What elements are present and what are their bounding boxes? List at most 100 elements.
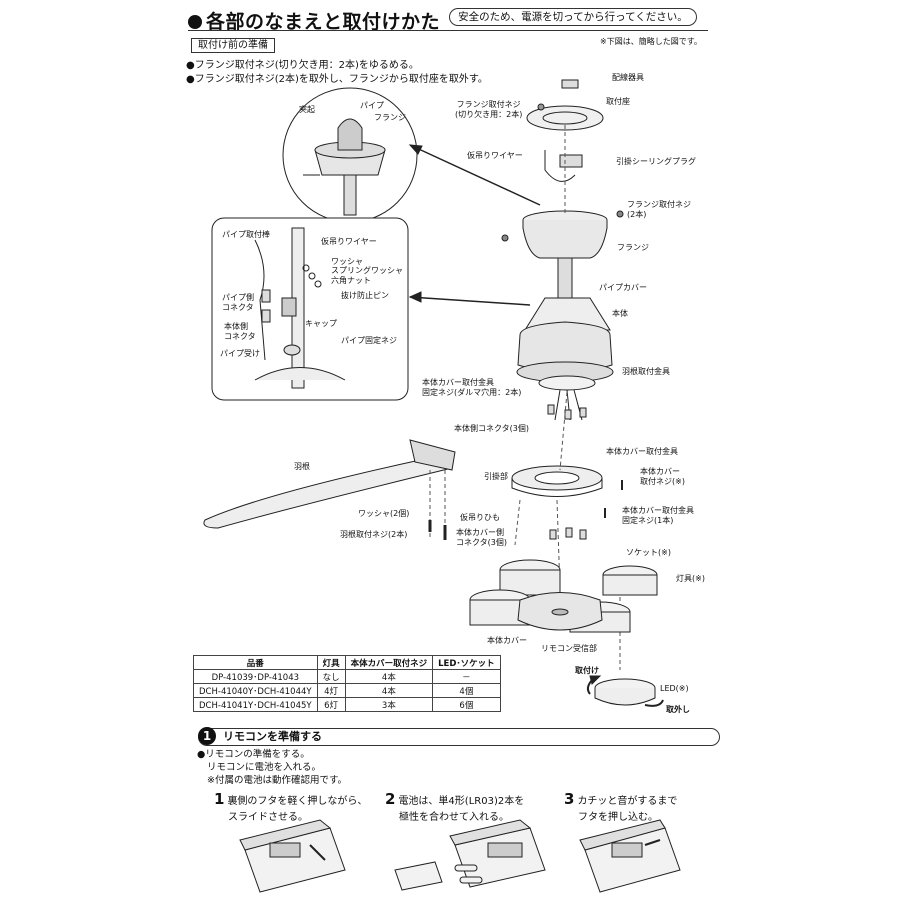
step-text-2: スライドさせる。 [228,812,308,823]
label-pin: 抜け防止ピン [341,291,389,300]
label-cover-bracket: 本体カバー取付金具 [606,447,678,456]
label-body-connector: 本体側コネクタ(3個) [454,424,530,433]
motor-body [516,297,614,383]
label-blade-bracket: 羽根取付金具 [622,367,670,376]
led-module [586,675,664,707]
label-hex-nut: 六角ナット [331,276,371,285]
label-pipe-receiver: パイプ受け [220,349,260,358]
section-number-badge: 1 [198,727,216,745]
label-flange-inset: フランジ [374,113,406,122]
inset-pipe-detail [211,217,409,401]
label-socket: ソケット(※) [626,548,671,557]
label-temp-string: 仮吊りひも [460,513,500,522]
header-divider [188,30,708,31]
label-flange-screw-2: フランジ取付ネジ (2本) [627,200,691,219]
step-text: 裏側のフタを軽く押しながら、 [227,796,368,807]
label-spring-washer: スプリングワッシャ [331,266,403,275]
label-pipe: パイプ [360,101,384,110]
label-cover-connector: 本体カバー側 コネクタ(3個) [456,528,508,547]
label-blade-screw: 羽根取付ネジ(2本) [340,530,408,539]
table-header: 灯具 [316,655,346,670]
label-receiver: リモコン受信部 [541,644,597,653]
table-cell: 6個 [432,697,501,712]
table-cell: 6灯 [316,697,346,712]
label-detach: 取外し [666,705,690,714]
table-header-row: 品番 灯具 本体カバー取付ネジ LED･ソケット [193,655,501,670]
label-blade: 羽根 [294,462,310,471]
table-row: DP-41039･DP-41043 なし 4本 － [193,669,501,684]
table-row: DCH-41041Y･DCH-41045Y 6灯 3本 6個 [193,697,501,712]
label-mount-base: 取付座 [606,97,630,106]
diagram-note: ※下図は、簡略した図です。 [600,37,702,46]
table-cell: 4本 [344,669,434,684]
label-cap: キャップ [305,319,337,328]
step-text: 電池は、単4形(LR03)2本を [398,796,525,807]
table-cell: － [432,669,501,684]
remote-line-1: ●リモコンの準備をする。 [197,749,310,760]
bullet-dot-icon [188,15,202,29]
prep-heading: 取付け前の準備 [191,38,275,53]
label-body: 本体 [612,309,628,318]
label-ceiling-plug: 引掛シーリングプラグ [616,157,696,166]
label-pipe-cover: パイプカバー [599,283,647,292]
label-pipe-connector: パイプ側 コネクタ [222,293,254,312]
label-temp-wire-inset: 仮吊りワイヤー [321,237,377,246]
label-bracket-fix-screw: 本体カバー取付金具 固定ネジ(1本) [622,506,694,525]
table-header: 品番 [193,655,318,670]
label-led: LED(※) [660,684,689,693]
label-washer-2: ワッシャ(2個) [358,509,410,518]
remote-section-header: 1 リモコンを準備する [198,727,720,746]
step-number: 3 [564,790,575,808]
table-header: LED･ソケット [432,655,501,670]
spec-table: 品番 灯具 本体カバー取付ネジ LED･ソケット DP-41039･DP-410… [193,655,501,712]
label-body-cover: 本体カバー [487,636,527,645]
section-title: リモコンを準備する [223,730,322,743]
cover-bracket [511,465,603,497]
step-text-2: フタを押し込む。 [578,812,658,823]
label-hook: 引掛部 [484,472,508,481]
table-header: 本体カバー取付ネジ [344,655,434,670]
label-protrusion: 突起 [299,105,315,114]
label-flange: フランジ [617,243,649,252]
mount-base [526,79,604,131]
label-temp-wire: 仮吊りワイヤー [467,151,523,160]
page-title: 各部のなまえと取付けかた [188,7,440,34]
remote-line-3: ※付属の電池は動作確認用です。 [207,775,348,786]
fan-blade [203,439,456,529]
step-text-2: 極性を合わせて入れる。 [399,812,509,823]
label-wiring: 配線器具 [612,73,644,82]
label-light: 灯具(※) [676,574,705,583]
step-text: カチッと音がするまで [577,796,678,807]
body-cover-and-lights [469,559,658,633]
table-cell: 3本 [344,697,434,712]
prep-bullet-2: ●フランジ取付ネジ(2本)を取外し、フランジから取付座を取外す。 [186,74,488,85]
table-cell: 4個 [432,683,501,698]
flange [501,210,624,259]
label-cover-bracket-screw: 本体カバー取付金具 固定ネジ(ダルマ穴用：2本) [422,378,522,397]
label-flange-screw-notch: フランジ取付ネジ (切り欠き用：2本) [455,100,523,119]
step-number: 1 [214,790,225,808]
table-cell: DCH-41041Y･DCH-41045Y [193,697,318,712]
remote-line-2: リモコンに電池を入れる。 [207,762,322,773]
table-cell: 4灯 [316,683,346,698]
table-row: DCH-41040Y･DCH-41044Y 4灯 4本 4個 [193,683,501,698]
page-title-text: 各部のなまえと取付けかた [206,11,441,33]
safety-note: 安全のため、電源を切ってから行ってください。 [449,8,697,26]
label-pipe-rod: パイプ取付棒 [222,230,270,239]
step-number: 2 [385,790,396,808]
prep-bullet-1: ●フランジ取付ネジ(切り欠き用：2本)をゆるめる。 [186,60,419,71]
remote-illustration-3 [579,819,681,893]
table-cell: 4本 [344,683,434,698]
label-cover-screw: 本体カバー 取付ネジ(※) [640,467,685,486]
label-washer: ワッシャ [331,257,363,266]
label-attach: 取付け [575,666,599,675]
table-cell: なし [316,669,346,684]
label-body-connector-inset: 本体側 コネクタ [224,322,256,341]
table-cell: DP-41039･DP-41043 [193,669,318,684]
remote-illustration-1 [239,819,346,893]
table-cell: DCH-41040Y･DCH-41044Y [193,683,318,698]
